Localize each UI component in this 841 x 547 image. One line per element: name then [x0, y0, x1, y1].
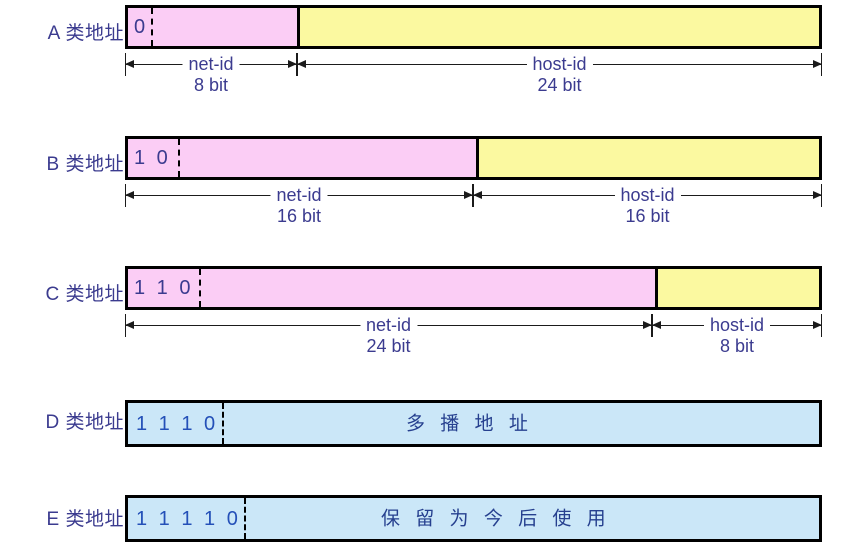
class-a-address-bar: 0: [125, 5, 822, 49]
class-b-net-id-segment: [128, 139, 476, 177]
class-c-prefix-bits: 1 1 0: [134, 277, 194, 299]
class-e-address-bar: 1 1 1 1 0 保 留 为 今 后 使 用: [125, 495, 822, 542]
class-b-net-id-measure: net-id 16 bit: [125, 184, 473, 226]
class-b-host-id-size: 16 bit: [625, 206, 670, 226]
class-e-row-label: E 类地址: [46, 509, 124, 530]
measure-arrow-left: [297, 60, 306, 68]
class-c-host-id-size: 8 bit: [719, 336, 755, 356]
class-a-host-id-size: 24 bit: [537, 75, 582, 95]
class-b-host-id-segment: [476, 139, 819, 177]
class-a-prefix-divider: [151, 8, 153, 46]
class-c-net-id-segment: [128, 269, 655, 307]
class-e-prefix-divider: [244, 498, 246, 539]
measure-arrow-left: [125, 191, 134, 199]
class-b-host-id-measure: host-id 16 bit: [473, 184, 822, 226]
class-c-host-id-segment: [655, 269, 819, 307]
class-c-prefix-divider: [199, 269, 201, 307]
class-c-address-bar: 1 1 0: [125, 266, 822, 310]
class-b-prefix-divider: [178, 139, 180, 177]
class-a-host-id-segment: [297, 8, 819, 46]
class-d-prefix-divider: [222, 403, 224, 444]
class-b-net-id-size: 16 bit: [276, 206, 322, 226]
class-e-prefix-bits: 1 1 1 1 0: [136, 507, 241, 530]
class-b-address-bar: 1 0: [125, 136, 822, 180]
measure-arrow-right: [464, 191, 473, 199]
class-c-net-id-measure: net-id 24 bit: [125, 314, 652, 356]
class-a-prefix-bits: 0: [134, 16, 149, 38]
class-c-host-id-measure: host-id 8 bit: [652, 314, 822, 356]
class-c-net-id-caption: net-id: [359, 314, 418, 336]
class-e-reserved-segment: [128, 498, 819, 539]
measure-arrow-left: [125, 60, 134, 68]
measure-arrow-right: [813, 191, 822, 199]
class-d-prefix-bits: 1 1 1 0: [136, 412, 219, 435]
class-d-body-text: 多 播 地 址: [406, 413, 533, 434]
class-a-net-id-segment: [128, 8, 297, 46]
class-b-host-id-caption: host-id: [614, 184, 681, 206]
measure-arrow-right: [813, 321, 822, 329]
class-a-net-id-measure: net-id 8 bit: [125, 53, 297, 95]
class-a-host-id-caption: host-id: [526, 53, 593, 75]
measure-arrow-left: [652, 321, 661, 329]
class-c-host-id-caption: host-id: [703, 314, 771, 336]
class-d-multicast-segment: [128, 403, 819, 444]
measure-arrow-left: [125, 321, 134, 329]
class-e-body-text: 保 留 为 今 后 使 用: [381, 508, 611, 529]
class-c-row-label: C 类地址: [45, 284, 124, 305]
measure-arrow-right: [813, 60, 822, 68]
measure-arrow-right: [288, 60, 297, 68]
class-d-row-label: D 类地址: [45, 412, 124, 433]
class-b-prefix-bits: 1 0: [134, 147, 171, 169]
class-a-net-id-size: 8 bit: [193, 75, 229, 95]
measure-arrow-left: [473, 191, 482, 199]
class-a-net-id-caption: net-id: [182, 53, 240, 75]
class-b-row-label: B 类地址: [46, 154, 124, 175]
class-a-row-label: A 类地址: [47, 23, 124, 44]
class-d-address-bar: 1 1 1 0 多 播 地 址: [125, 400, 822, 447]
measure-arrow-right: [643, 321, 652, 329]
class-c-net-id-size: 24 bit: [366, 336, 411, 356]
class-a-host-id-measure: host-id 24 bit: [297, 53, 822, 95]
class-b-net-id-caption: net-id: [270, 184, 328, 206]
